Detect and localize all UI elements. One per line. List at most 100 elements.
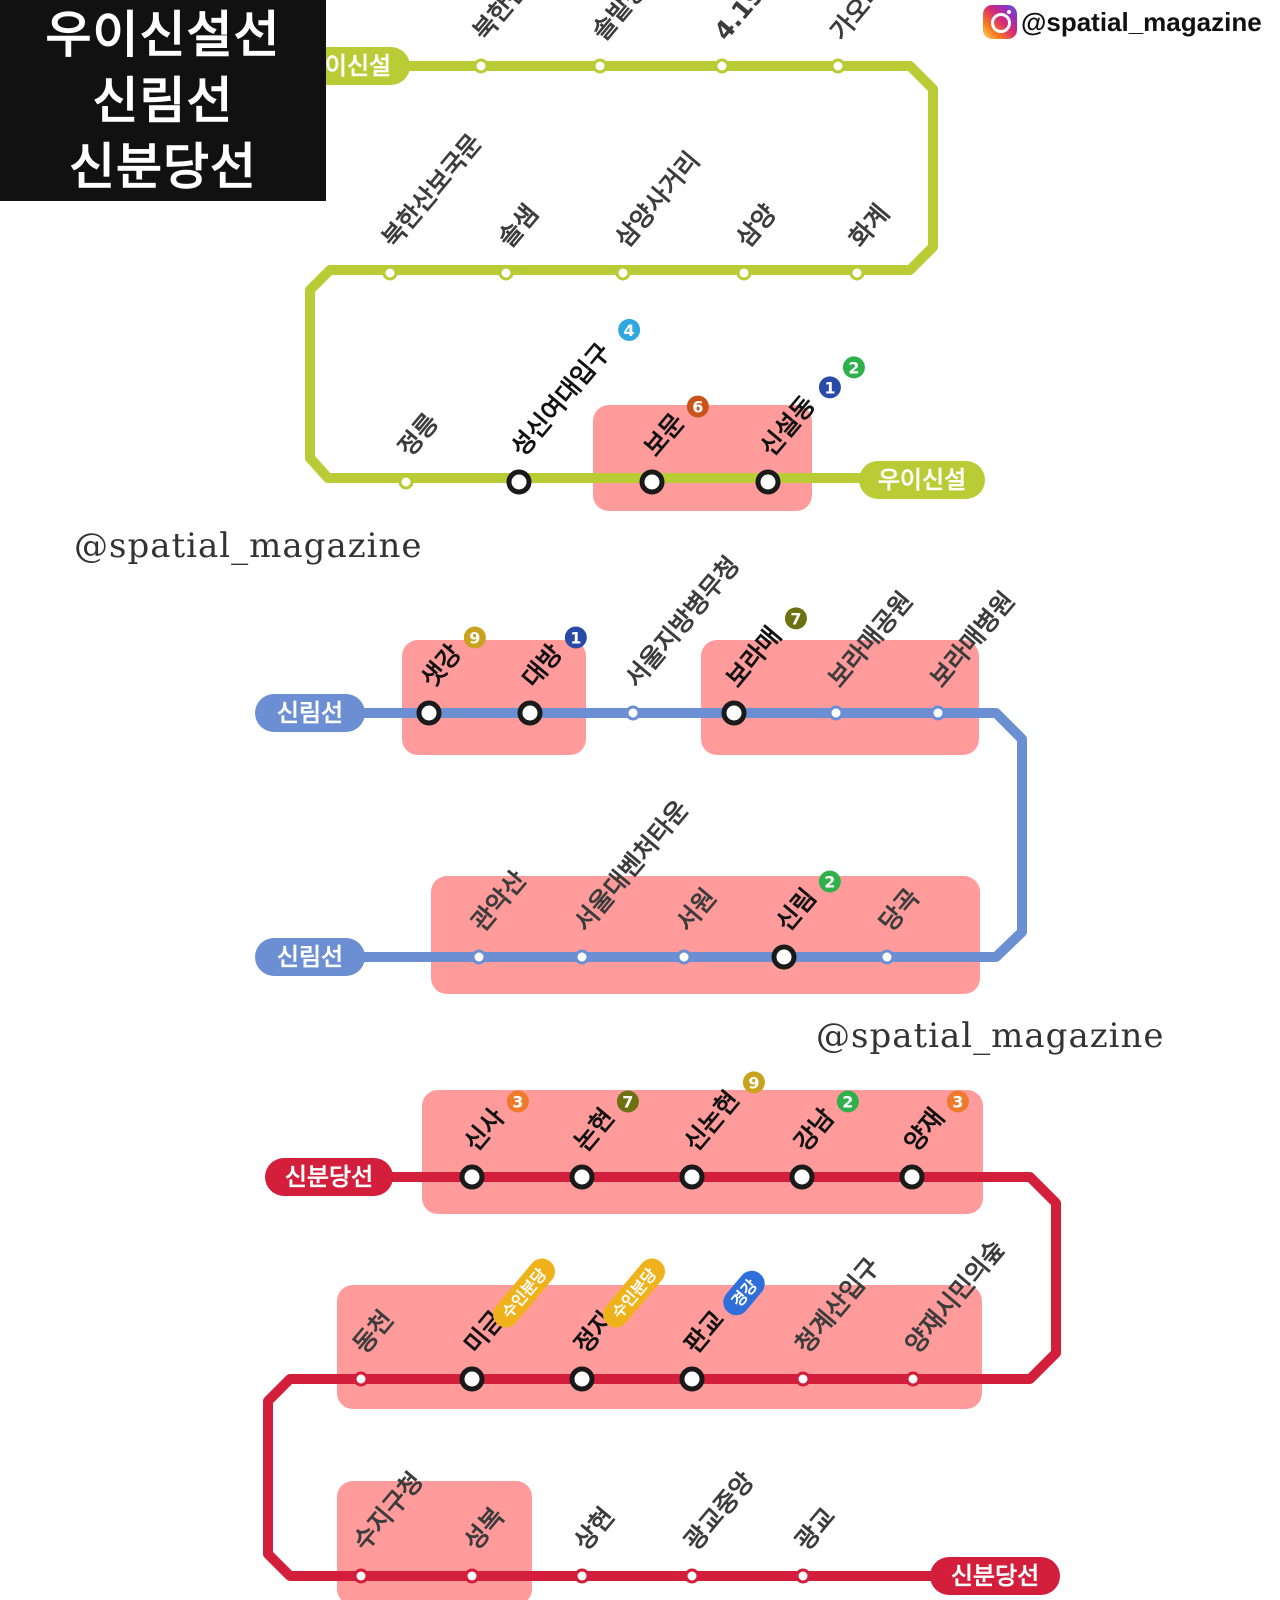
station-marker-transfer <box>789 1164 815 1190</box>
station-name: 정릉 <box>392 408 444 462</box>
station: 광교 <box>789 1502 841 1584</box>
transfer-badge: 6 <box>686 395 709 418</box>
station-marker-transfer <box>459 1366 485 1392</box>
transfer-badge-label: 1 <box>570 629 581 648</box>
station-name: 솔샘 <box>492 199 544 253</box>
line-badge-ui-right: 우이신설 <box>859 461 985 499</box>
station-marker-transfer <box>721 700 747 726</box>
title-line-sillim: 신림선 <box>92 71 234 130</box>
highlight-box <box>337 1481 532 1600</box>
transfer-badge-bg <box>603 1258 665 1328</box>
station-marker-transfer <box>517 700 543 726</box>
station-name: 북한산보국문 <box>376 128 487 252</box>
transfer-badge-bg <box>742 1071 765 1094</box>
line-badge-ui-left: 이신설 <box>306 47 410 85</box>
transfer-badge-label: 3 <box>952 1093 963 1112</box>
station-marker <box>795 1371 811 1387</box>
station-marker-transfer <box>416 700 442 726</box>
highlight-box <box>402 640 586 755</box>
transfer-badge-label: 9 <box>748 1073 759 1092</box>
station-marker-transfer <box>506 469 532 495</box>
station: 삼양사거리 <box>609 146 706 281</box>
station-marker <box>676 949 692 965</box>
station-marker <box>849 265 865 281</box>
transfer-badge-label: 2 <box>824 873 835 892</box>
line-badge-bg <box>930 1557 1060 1595</box>
transfer-badge-label: 3 <box>512 1093 523 1112</box>
transfer-badge-bg <box>493 1258 555 1328</box>
transfer-badge-bg <box>686 395 709 418</box>
instagram-icon <box>983 5 1017 39</box>
transfer-badge: 1 <box>564 626 587 649</box>
station-marker <box>592 58 608 74</box>
station-name: 삼양사거리 <box>609 146 705 253</box>
station-name: 4.19민주묘지 <box>708 0 829 46</box>
transfer-badge: 3 <box>946 1090 969 1113</box>
title-line-sinbundang: 신분당선 <box>69 137 257 196</box>
highlight-box <box>422 1090 983 1214</box>
line-badge-label: 신분당선 <box>285 1163 373 1191</box>
line-badge-bg <box>306 47 410 85</box>
highlight-layer <box>337 405 983 1600</box>
line-badge-label: 이신설 <box>325 52 391 80</box>
line-badge-sillim-top: 신림선 <box>255 694 365 732</box>
station-marker <box>464 1568 480 1584</box>
station-marker-transfer <box>679 1164 705 1190</box>
station-marker <box>795 1568 811 1584</box>
highlight-box <box>701 640 979 755</box>
line-badge-sinbundang-right: 신분당선 <box>930 1557 1060 1595</box>
line-badge-label: 신림선 <box>277 943 343 971</box>
station-marker <box>353 1371 369 1387</box>
transfer-badge-bg <box>506 1090 529 1113</box>
station-marker <box>714 58 730 74</box>
station-marker <box>382 265 398 281</box>
transfer-badge-bg <box>618 318 641 341</box>
instagram-handle-text: @spatial_magazine <box>1021 6 1262 37</box>
station-name: 광교 <box>789 1502 841 1556</box>
transfer-badge: 9 <box>463 626 486 649</box>
transfer-badge-bg <box>784 607 807 630</box>
transfer-badge: 1 <box>818 376 841 399</box>
station-name: 가오리 <box>824 0 891 46</box>
station-marker <box>736 265 752 281</box>
station-marker-transfer <box>459 1164 485 1190</box>
station-name: 솔밭공원 <box>586 0 667 46</box>
transfer-badge: 2 <box>818 870 841 893</box>
station: 광교중앙 <box>678 1467 760 1584</box>
highlight-box <box>337 1285 982 1409</box>
line-badge-bg <box>265 1158 393 1196</box>
station-name: 화계 <box>843 199 895 253</box>
transfer-badge-label: 4 <box>624 321 635 340</box>
station-name: 광교중앙 <box>678 1467 759 1556</box>
transfer-badge-bg <box>818 376 841 399</box>
station-marker <box>574 1568 590 1584</box>
station-name: 상현 <box>568 1502 620 1556</box>
station-marker-transfer <box>899 1164 925 1190</box>
station-marker <box>498 265 514 281</box>
station-marker-transfer <box>569 1164 595 1190</box>
transfer-badge-label: 7 <box>790 609 801 628</box>
highlight-box <box>431 876 980 994</box>
transfer-badge-bg <box>463 626 486 649</box>
station-name: 삼양 <box>730 199 782 253</box>
title-line-ui: 우이신설선 <box>45 5 281 64</box>
title-box: 우이신설선 신림선 신분당선 <box>0 0 326 201</box>
watermark-bottom: @spatial_magazine <box>816 1016 1165 1056</box>
station-marker <box>905 1371 921 1387</box>
station-marker <box>574 949 590 965</box>
station: 상현 <box>568 1502 620 1584</box>
watermark-top: @spatial_magazine <box>74 526 423 566</box>
line-badge-label: 신림선 <box>277 699 343 727</box>
transfer-badge: 7 <box>616 1090 639 1113</box>
line-badge-bg <box>255 694 365 732</box>
station-marker-transfer <box>679 1366 705 1392</box>
station-marker-transfer <box>569 1366 595 1392</box>
transfer-badge-label: 1 <box>824 378 835 397</box>
line-badge-label: 우이신설 <box>878 466 966 494</box>
station-marker-transfer <box>639 469 665 495</box>
station-marker <box>615 265 631 281</box>
instagram-handle[interactable]: @spatial_magazine <box>983 4 1262 40</box>
station-marker <box>398 474 414 490</box>
transfer-badge: 7 <box>784 607 807 630</box>
